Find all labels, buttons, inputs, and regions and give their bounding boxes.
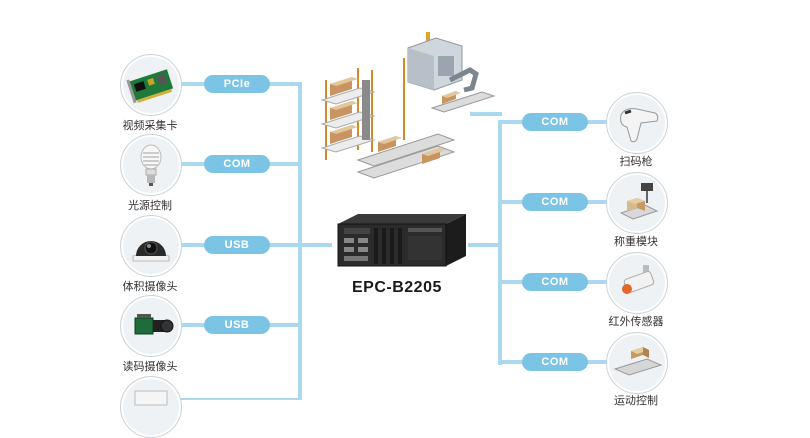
device-label: 视频采集卡 — [122, 119, 178, 132]
device-motion-control — [606, 332, 668, 394]
device-volume-camera — [120, 215, 182, 277]
device-weighing — [606, 172, 668, 234]
light-bulb-icon — [140, 144, 162, 186]
device-label: 读码摄像头 — [122, 360, 178, 373]
robot-cell-link — [470, 112, 502, 116]
barcode-scanner-icon — [620, 108, 659, 143]
device-label: 体积摄像头 — [122, 280, 178, 293]
interface-badge-com: COM — [522, 273, 588, 291]
device-code-camera — [120, 295, 182, 357]
interface-badge-com: COM — [522, 353, 588, 371]
interface-badge-pcie: PCIe — [204, 75, 270, 93]
capture-card-icon — [126, 69, 174, 104]
industrial-pc-icon — [337, 214, 466, 267]
right-bus-line — [498, 120, 502, 365]
interface-badge-com: COM — [204, 155, 270, 173]
interface-badge-com: COM — [522, 193, 588, 211]
left-bus-line — [298, 82, 302, 400]
device-barcode-scanner — [606, 92, 668, 154]
device-partial — [120, 376, 182, 438]
weighing-scale-icon — [619, 183, 659, 220]
device-label: 红外传感器 — [608, 315, 664, 328]
device-label: 光源控制 — [128, 199, 172, 212]
device-light-control — [120, 134, 182, 196]
robot-arm-cell-icon — [407, 32, 496, 113]
device-capture-card — [120, 54, 182, 116]
device-infrared — [606, 252, 668, 314]
interface-badge-usb: USB — [204, 236, 270, 254]
interface-badge-com: COM — [522, 113, 588, 131]
center-right-link — [468, 243, 500, 247]
left-branch-line-5 — [180, 398, 302, 400]
conveyor-icon — [613, 347, 663, 376]
product-title: EPC-B2205 — [352, 279, 442, 296]
device-icon — [134, 390, 168, 406]
device-label: 运动控制 — [614, 394, 658, 407]
warehouse-shelf-icon — [320, 58, 456, 179]
industrial-camera-icon — [134, 314, 174, 335]
device-label: 扫码枪 — [619, 155, 653, 168]
dome-camera-icon — [132, 241, 170, 262]
center-left-link — [300, 243, 332, 247]
infrared-sensor-icon — [622, 265, 655, 294]
interface-badge-usb: USB — [204, 316, 270, 334]
device-label: 称重模块 — [614, 235, 658, 248]
